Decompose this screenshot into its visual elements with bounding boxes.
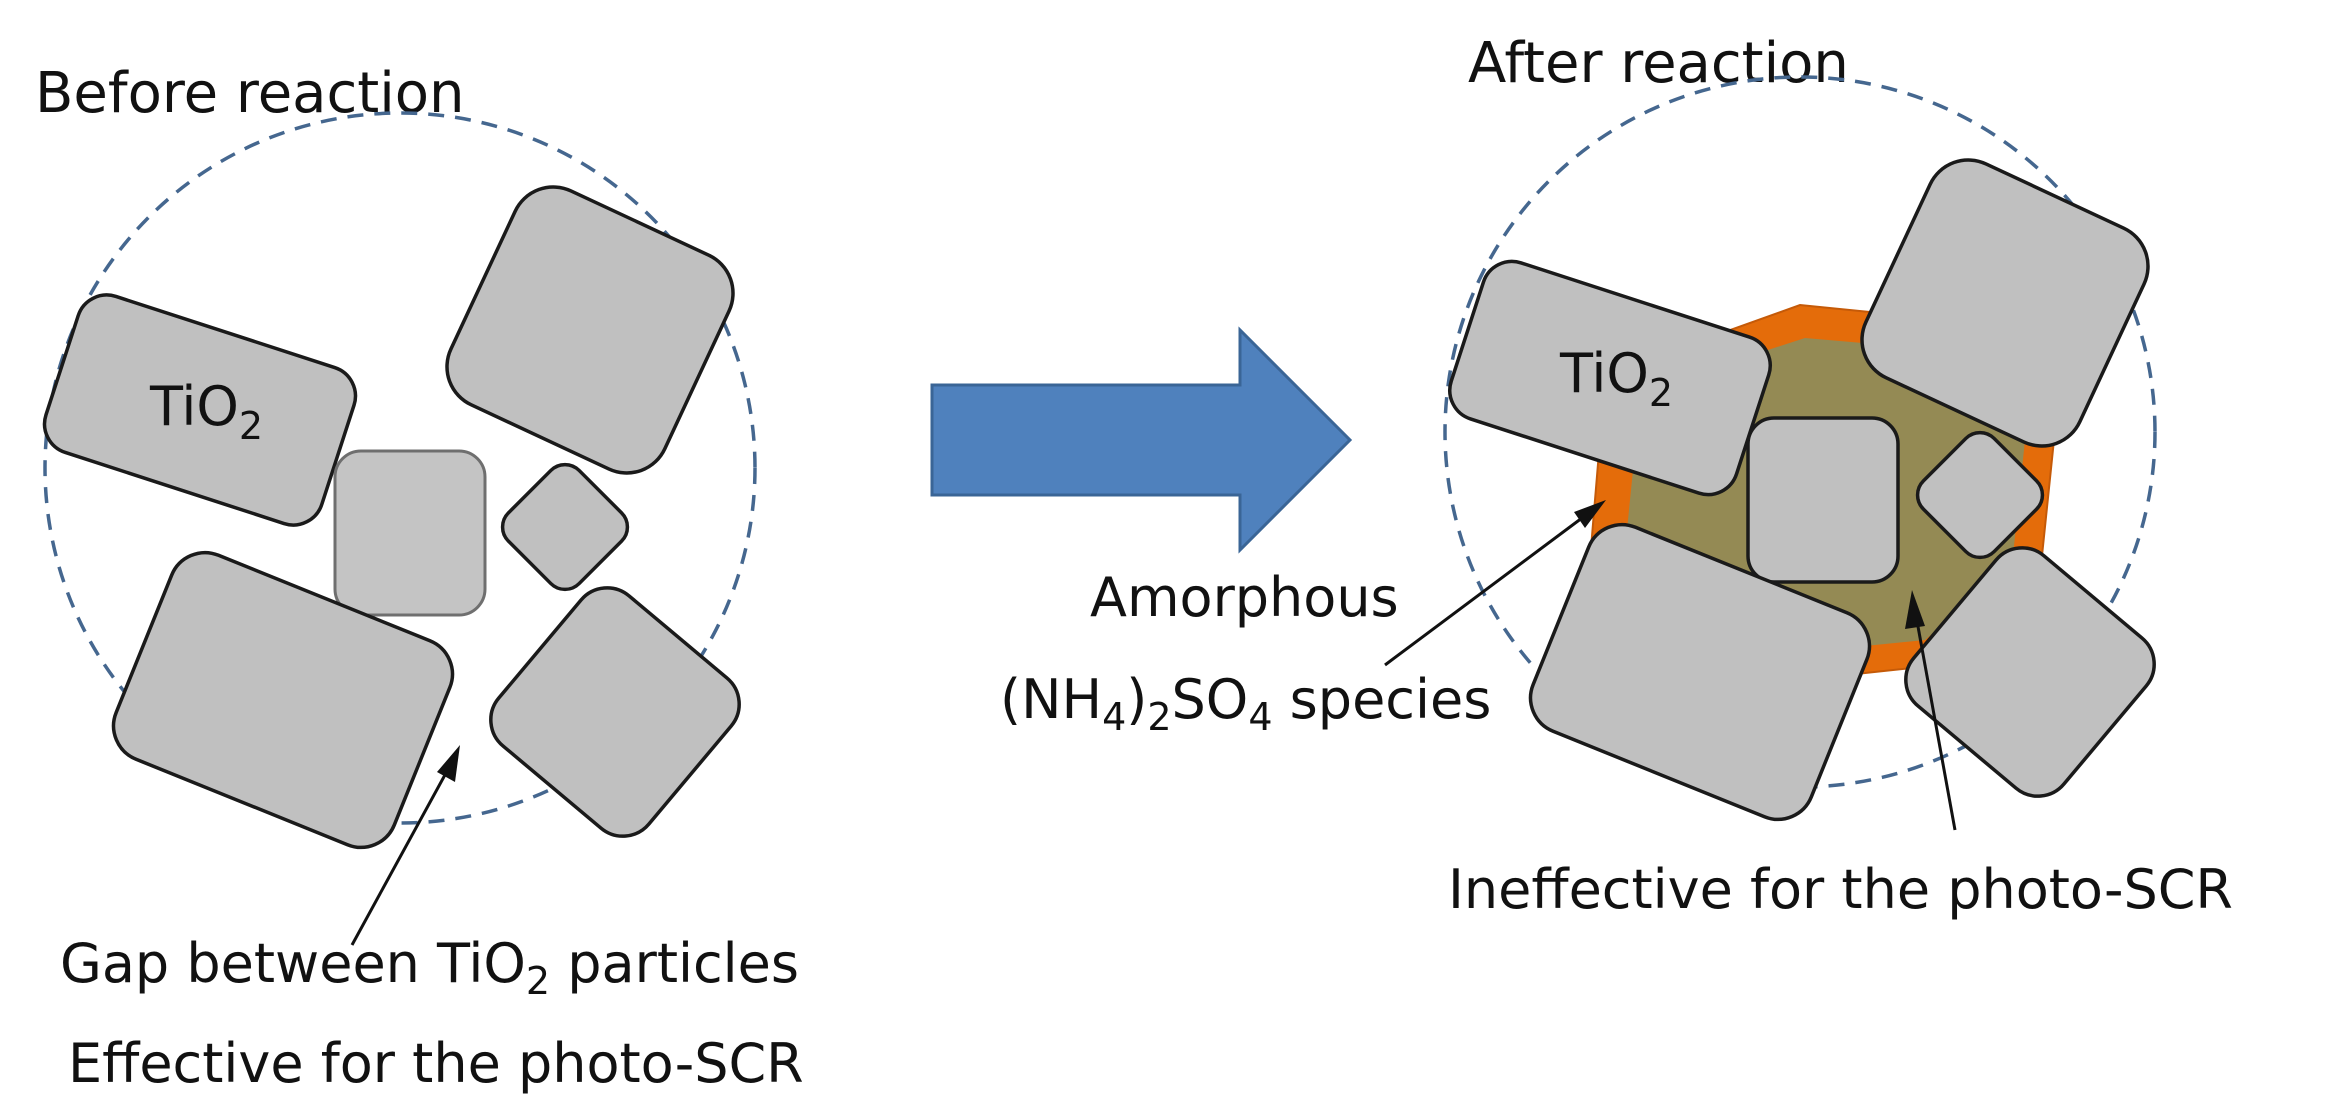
after-species-pointer-head: [1574, 500, 1606, 528]
after-tio2-particle-small-diamond: [1915, 430, 2045, 560]
before-gap-pointer-line: [350, 761, 454, 946]
after-panel: After reaction TiO2 Amorphous (NH4)2SO4 …: [1000, 31, 2233, 921]
after-species-label-line1: Amorphous: [1090, 566, 1399, 629]
before-tio2-particle-small-diamond: [500, 462, 630, 592]
after-tio2-particle-large: [1448, 259, 1772, 497]
after-species-label-line2: (NH4)2SO4 species: [1000, 668, 1491, 739]
before-effect-label: Effective for the photo-SCR: [68, 1032, 804, 1095]
before-tio2-particle-upper-right: [445, 185, 735, 475]
before-tio2-particle-lower-left: [111, 550, 455, 850]
after-ineffective-pointer-head: [1905, 590, 1925, 629]
after-tio2-particle-lower-right: [1904, 546, 2156, 798]
before-tio2-particle-large: [42, 293, 358, 527]
after-tio2-label: TiO2: [1559, 342, 1673, 415]
before-title: Before reaction: [35, 61, 465, 126]
before-tio2-particle-lower-right: [489, 586, 741, 838]
before-tio2-label: TiO2: [149, 375, 263, 448]
transition-arrow: [930, 326, 1353, 554]
before-gap-pointer-head: [437, 745, 460, 782]
after-species-pointer-line: [1384, 510, 1591, 667]
after-title: After reaction: [1468, 31, 1849, 96]
before-tio2-particle-center: [333, 449, 487, 617]
after-tio2-particle-upper-right: [1860, 158, 2150, 448]
before-panel: Before reaction TiO2 Gap between TiO2 pa…: [35, 61, 804, 1095]
after-boundary-circle: [1443, 75, 2157, 789]
after-tio2-particle-center: [1746, 416, 1900, 584]
before-gap-label: Gap between TiO2 particles: [60, 932, 799, 1003]
after-ineffective-pointer-line: [1913, 609, 1957, 831]
before-boundary-circle: [43, 111, 757, 825]
after-tio2-particle-lower-left: [1528, 522, 1872, 822]
after-effect-label: Ineffective for the photo-SCR: [1448, 858, 2233, 921]
